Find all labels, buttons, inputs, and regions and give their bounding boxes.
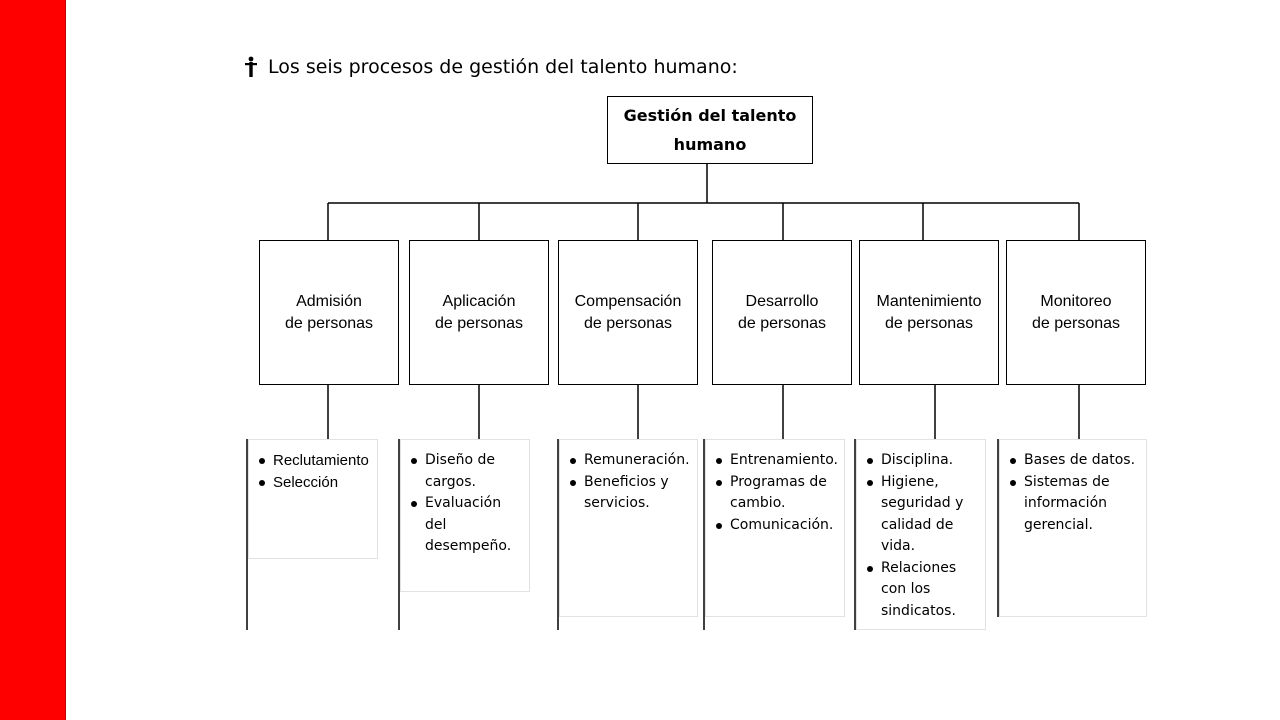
list-item: Reclutamiento (255, 450, 371, 472)
red-sidebar (0, 0, 66, 720)
subprocess-list-compensacion: Remuneración. Beneficios y servicios. (559, 439, 698, 617)
process-subtitle: de personas (583, 314, 673, 332)
process-box-monitoreo: Monitoreo de personas (1006, 240, 1146, 385)
list-item: Sistemas de información gerencial. (1006, 472, 1140, 537)
process-box-admision: Admisión de personas (259, 240, 399, 385)
list-item: Higiene, seguridad y calidad de vida. (863, 472, 979, 558)
list-item: Diseño de cargos. (407, 450, 523, 493)
slide-title-text: Los seis procesos de gestión del talento… (268, 56, 738, 78)
list-item: Bases de datos. (1006, 450, 1140, 472)
process-box-desarrollo: Desarrollo de personas (712, 240, 852, 385)
process-subtitle: de personas (737, 314, 827, 332)
process-title: Compensación (574, 292, 682, 310)
process-subtitle: de personas (284, 314, 374, 332)
list-item: Relaciones con los sindicatos. (863, 558, 979, 623)
list-item: Selección (255, 472, 371, 494)
root-node-box: Gestión del talento humano (607, 96, 813, 164)
subprocess-list-desarrollo: Entrenamiento. Programas de cambio. Comu… (705, 439, 845, 617)
process-box-mantenimiento: Mantenimiento de personas (859, 240, 999, 385)
person-icon (245, 56, 257, 77)
process-subtitle: de personas (884, 314, 974, 332)
list-item: Beneficios y servicios. (566, 472, 691, 515)
slide-title: Los seis procesos de gestión del talento… (244, 52, 738, 82)
process-title: Mantenimiento (876, 292, 982, 310)
list-item: Comunicación. (712, 515, 838, 537)
root-node-label: Gestión del talento humano (623, 106, 797, 154)
subprocess-list-monitoreo: Bases de datos. Sistemas de información … (999, 439, 1147, 617)
subprocess-list-aplicacion: Diseño de cargos. Evaluación del desempe… (400, 439, 530, 592)
process-box-aplicacion: Aplicación de personas (409, 240, 549, 385)
process-title: Monitoreo (1040, 292, 1112, 310)
list-item: Evaluación del desempeño. (407, 493, 523, 558)
process-box-compensacion: Compensación de personas (558, 240, 698, 385)
list-item: Remuneración. (566, 450, 691, 472)
list-item: Entrenamiento. (712, 450, 838, 472)
process-subtitle: de personas (434, 314, 524, 332)
process-subtitle: de personas (1031, 314, 1121, 332)
process-title: Desarrollo (745, 292, 819, 310)
list-item: Disciplina. (863, 450, 979, 472)
list-item: Programas de cambio. (712, 472, 838, 515)
process-title: Aplicación (442, 292, 516, 310)
process-title: Admisión (296, 292, 362, 310)
subprocess-list-mantenimiento: Disciplina. Higiene, seguridad y calidad… (856, 439, 986, 630)
subprocess-list-admision: Reclutamiento Selección (248, 439, 378, 559)
